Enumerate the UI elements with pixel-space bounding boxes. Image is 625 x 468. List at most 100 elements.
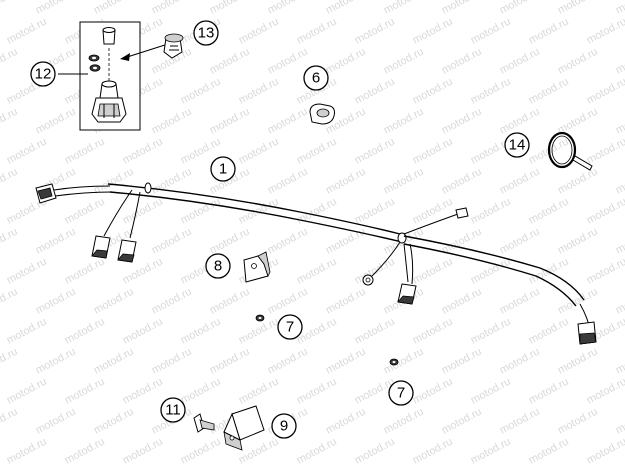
watermark-text: motod.ru xyxy=(266,166,310,197)
watermark-text: motod.ru xyxy=(208,346,252,377)
watermark-text: motod.ru xyxy=(34,346,78,377)
watermark-text: motod.ru xyxy=(5,376,49,407)
watermark-text: motod.ru xyxy=(614,406,625,437)
watermark-text: motod.ru xyxy=(440,406,484,437)
watermark-text: motod.ru xyxy=(34,0,78,17)
watermark-text: motod.ru xyxy=(208,46,252,77)
watermark-text: motod.ru xyxy=(150,106,194,137)
watermark-text: motod.ru xyxy=(150,166,194,197)
watermark-text: motod.ru xyxy=(353,196,397,227)
watermark-text: motod.ru xyxy=(0,286,20,317)
callout-6-label: 6 xyxy=(312,70,320,87)
watermark-text: motod.ru xyxy=(498,0,542,17)
watermark-text: motod.ru xyxy=(5,436,49,467)
watermark-text: motod.ru xyxy=(527,76,571,107)
watermark-text: motod.ru xyxy=(295,16,339,47)
callout-8: 8 xyxy=(205,253,231,279)
relay-part xyxy=(223,405,265,451)
watermark-text: motod.ru xyxy=(585,436,625,467)
watermark-text: motod.ru xyxy=(295,436,339,467)
watermark-text: motod.ru xyxy=(324,346,368,377)
callout-7-upper-label: 7 xyxy=(286,319,294,336)
watermark-text: motod.ru xyxy=(556,166,600,197)
watermark-text: motod.ru xyxy=(498,226,542,257)
watermark-text: motod.ru xyxy=(5,256,49,287)
watermark-text: motod.ru xyxy=(92,406,136,437)
watermark-text: motod.ru xyxy=(179,376,223,407)
watermark-text: motod.ru xyxy=(527,376,571,407)
watermark-text: motod.ru xyxy=(34,226,78,257)
watermark-text: motod.ru xyxy=(527,316,571,347)
watermark-text: motod.ru xyxy=(266,226,310,257)
clamp-part xyxy=(309,103,335,125)
watermark-text: motod.ru xyxy=(498,166,542,197)
callout-14-label: 14 xyxy=(509,137,526,154)
watermark-text: motod.ru xyxy=(5,136,49,167)
watermark-text: motod.ru xyxy=(63,256,107,287)
watermark-text: motod.ru xyxy=(150,286,194,317)
watermark-text: motod.ru xyxy=(469,436,513,467)
watermark-text: motod.ru xyxy=(440,106,484,137)
bracket-part xyxy=(243,251,271,283)
watermark-text: motod.ru xyxy=(324,286,368,317)
watermark-text: motod.ru xyxy=(469,16,513,47)
watermark-text: motod.ru xyxy=(179,436,223,467)
watermark-text: motod.ru xyxy=(556,0,600,17)
watermark-text: motod.ru xyxy=(295,256,339,287)
watermark-text: motod.ru xyxy=(121,316,165,347)
callout-9: 9 xyxy=(271,413,297,439)
watermark-text: motod.ru xyxy=(411,76,455,107)
watermark-text: motod.ru xyxy=(411,436,455,467)
watermark-text: motod.ru xyxy=(411,316,455,347)
watermark-text: motod.ru xyxy=(498,286,542,317)
watermark-text: motod.ru xyxy=(92,0,136,17)
watermark-text: motod.ru xyxy=(382,406,426,437)
watermark-text: motod.ru xyxy=(498,106,542,137)
watermark-text: motod.ru xyxy=(440,286,484,317)
callout-7-lower-label: 7 xyxy=(397,385,405,402)
watermark-text: motod.ru xyxy=(585,376,625,407)
watermark-text: motod.ru xyxy=(382,106,426,137)
watermark-text: motod.ru xyxy=(469,196,513,227)
watermark-text: motod.ru xyxy=(498,406,542,437)
watermark-text: motod.ru xyxy=(353,256,397,287)
watermark-text: motod.ru xyxy=(179,76,223,107)
watermark-text: motod.ru xyxy=(237,76,281,107)
watermark-text: motod.ru xyxy=(411,376,455,407)
watermark-text: motod.ru xyxy=(63,436,107,467)
watermark-text: motod.ru xyxy=(382,0,426,17)
watermark-text: motod.ru xyxy=(469,316,513,347)
callout-6: 6 xyxy=(303,65,329,91)
watermark-text: motod.ru xyxy=(63,316,107,347)
watermark-text: motod.ru xyxy=(266,106,310,137)
watermark-text: motod.ru xyxy=(324,226,368,257)
watermark-text: motod.ru xyxy=(121,196,165,227)
watermark-text: motod.ru xyxy=(295,136,339,167)
watermark-text: motod.ru xyxy=(121,376,165,407)
watermark-text: motod.ru xyxy=(353,16,397,47)
callout-11: 11 xyxy=(160,397,186,423)
watermark-text: motod.ru xyxy=(0,46,20,77)
wiring-harness xyxy=(35,182,597,345)
nut-part-lower xyxy=(389,358,399,366)
watermark-text: motod.ru xyxy=(324,46,368,77)
watermark-text: motod.ru xyxy=(527,196,571,227)
watermark-text: motod.ru xyxy=(63,136,107,167)
watermark-text: motod.ru xyxy=(150,0,194,17)
callout-11-label: 11 xyxy=(165,402,181,419)
watermark-text: motod.ru xyxy=(440,166,484,197)
watermark-text: motod.ru xyxy=(382,166,426,197)
callout-7-upper: 7 xyxy=(277,314,303,340)
watermark-text: motod.ru xyxy=(382,346,426,377)
watermark-text: motod.ru xyxy=(353,436,397,467)
watermark-text: motod.ru xyxy=(5,16,49,47)
watermark-text: motod.ru xyxy=(324,166,368,197)
watermark-text: motod.ru xyxy=(0,106,20,137)
watermark-text: motod.ru xyxy=(527,16,571,47)
watermark-text: motod.ru xyxy=(469,256,513,287)
watermark-text: motod.ru xyxy=(498,46,542,77)
callout-12: 12 xyxy=(30,61,56,87)
watermark-text: motod.ru xyxy=(237,136,281,167)
